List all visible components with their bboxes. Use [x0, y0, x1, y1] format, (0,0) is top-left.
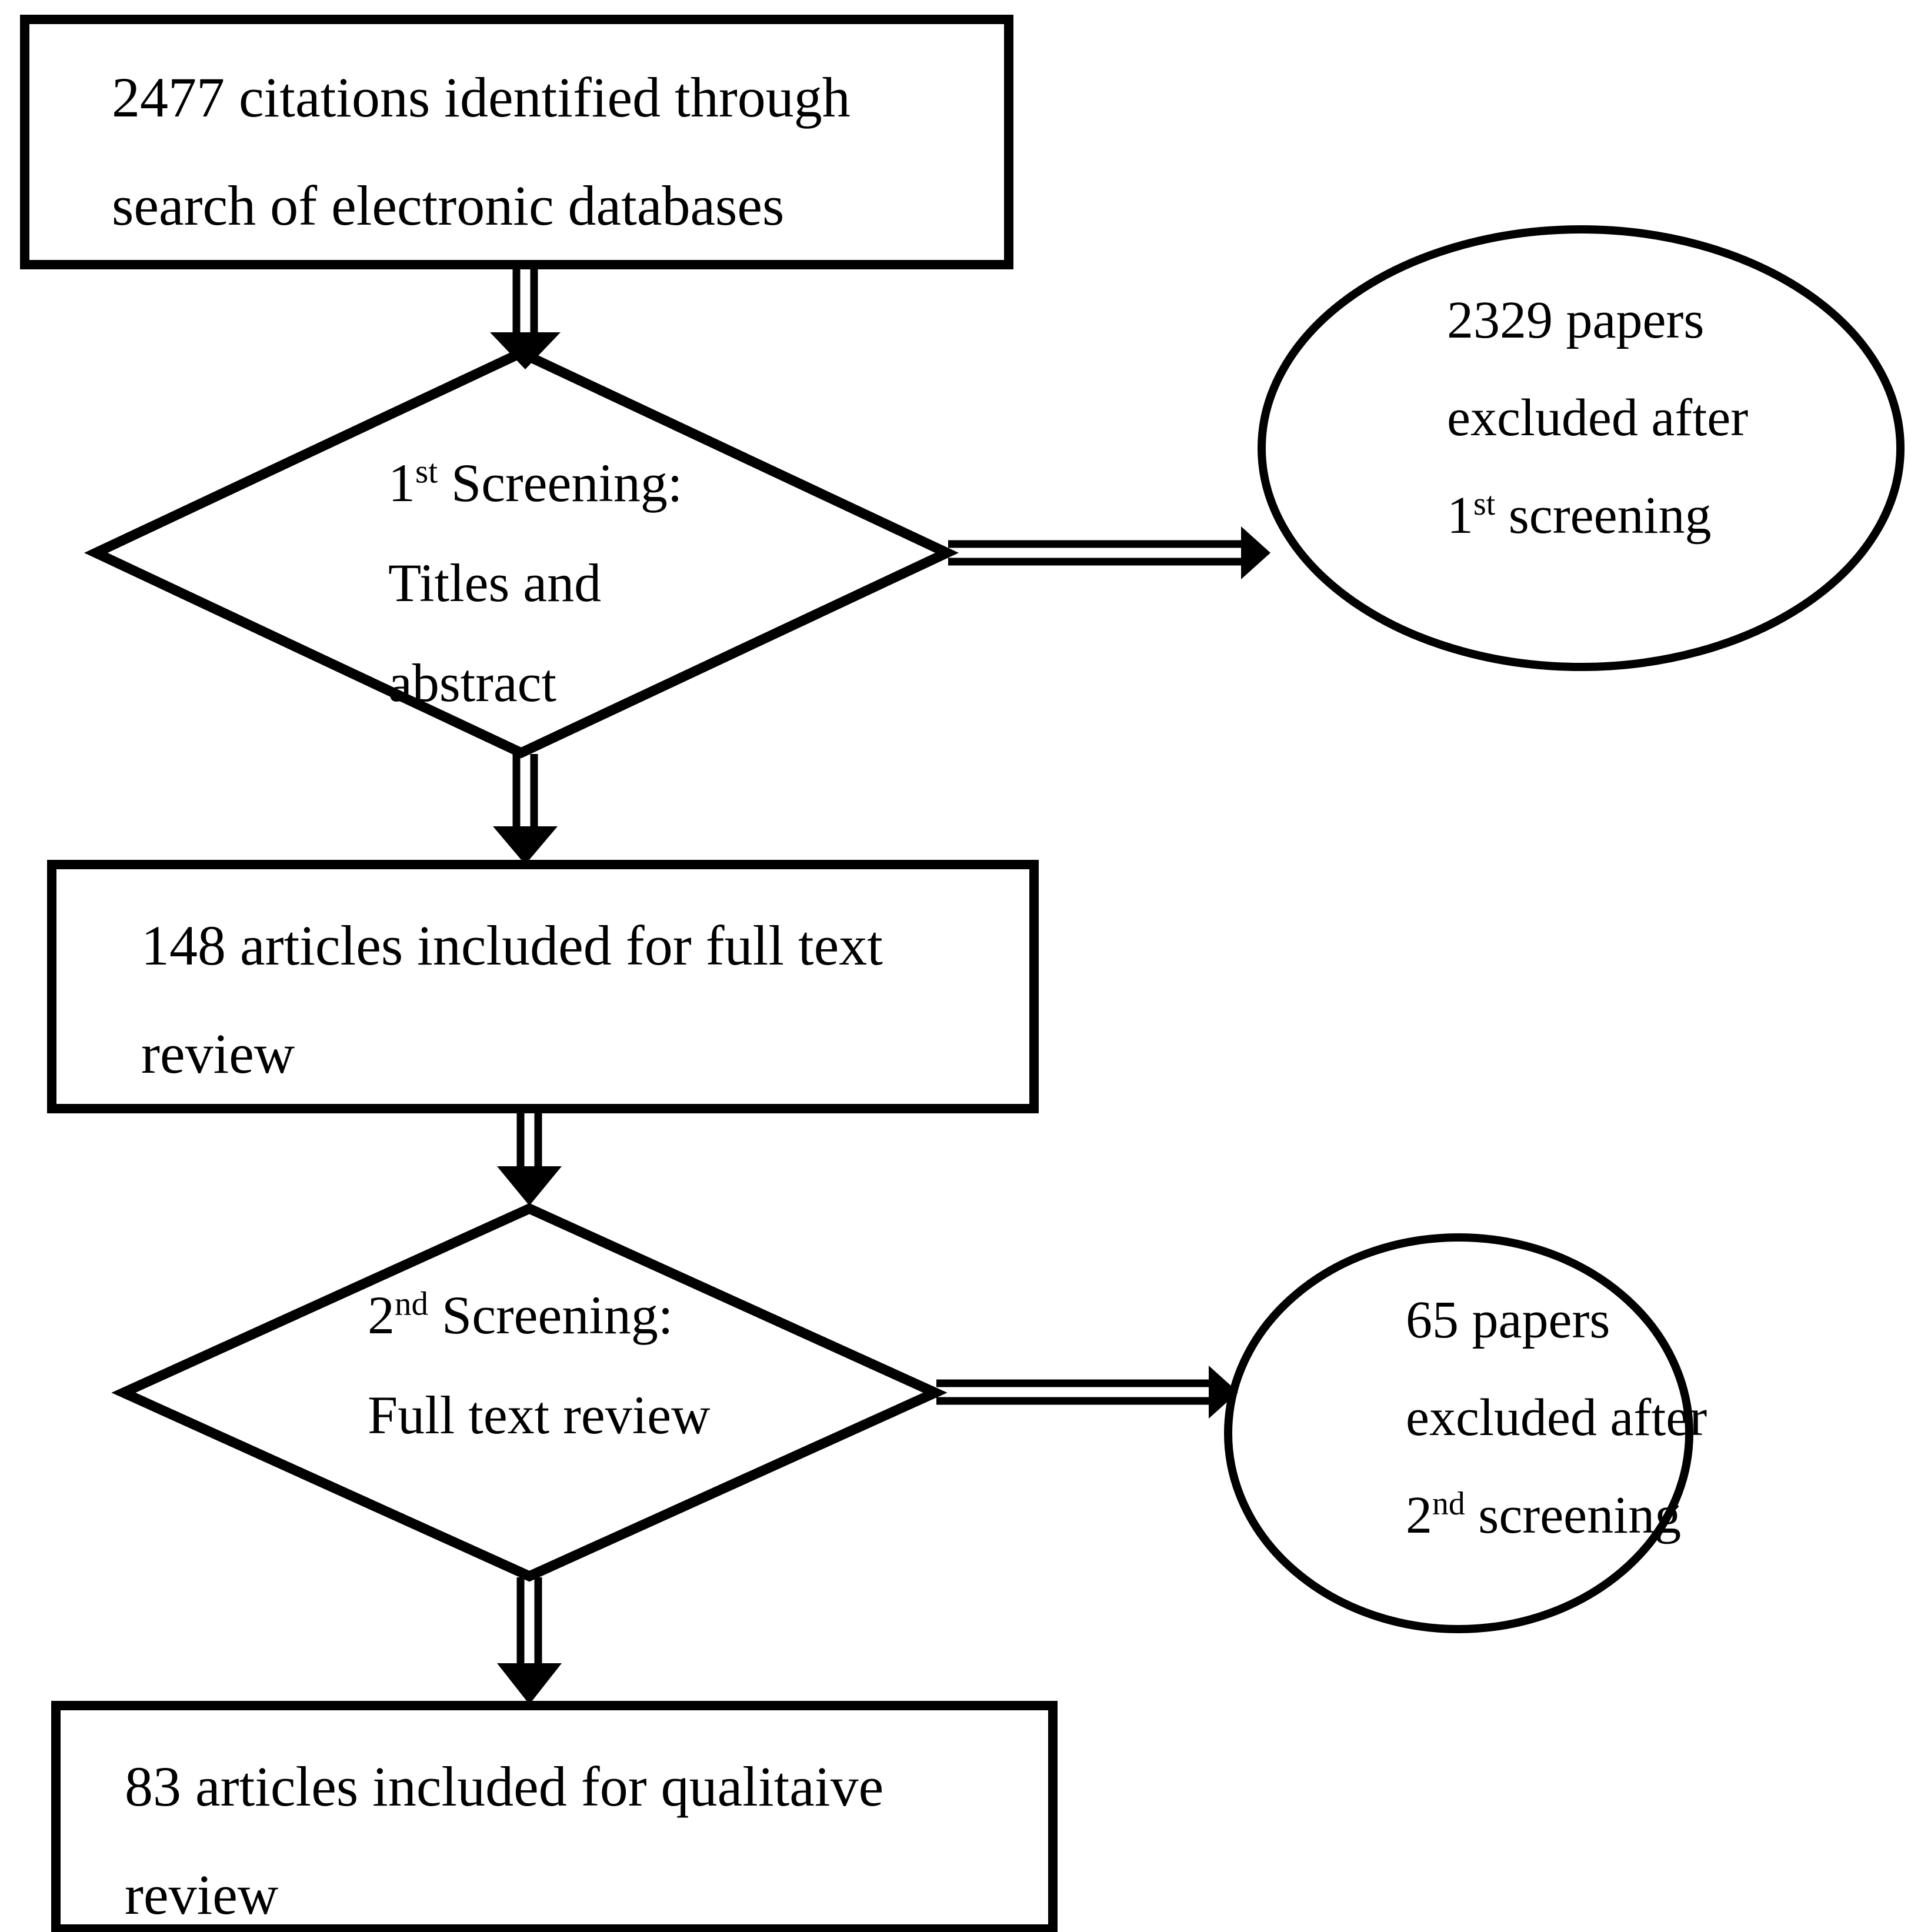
diamond-1-line-1: 1st Screening: [388, 453, 683, 513]
connector-box2-to-diamond2 [497, 1109, 562, 1206]
box-2-shape[interactable] [47, 860, 1039, 1113]
diamond-2-line-2: Full text review [368, 1385, 711, 1445]
connector-diamond1-to-ellipse1 [948, 526, 1270, 579]
diamond-1-ordinal-base: 1 [388, 453, 415, 513]
arrowhead-down-3 [497, 1166, 562, 1206]
box-3-line-1: 83 articles included for qualitaive [125, 1755, 884, 1818]
box-2-label: 148 articles included for full text revi… [141, 917, 883, 1082]
box-1-line-1: 2477 citations identified through [112, 66, 851, 129]
diamond-2-ordinal-suffix: nd [395, 1285, 429, 1323]
arrowhead-down-1 [490, 332, 561, 369]
ellipse-1-shape[interactable] [1258, 225, 1905, 671]
ellipse-2-line-3: 2nd screening [1406, 1486, 1707, 1544]
box-3-line-2: review [125, 1863, 279, 1926]
ellipse-1-line-1: 2329 papers [1447, 291, 1705, 349]
diamond-1-line-1-rest: Screening: [438, 453, 683, 513]
diamond-1-line-2: Titles and [388, 553, 602, 613]
ellipse-2-ordinal-suffix: nd [1432, 1486, 1465, 1522]
ellipse-1-ordinal-base: 1 [1447, 486, 1473, 545]
ellipse-1-line-2: excluded after [1447, 389, 1749, 447]
ellipse-2-label: 65 papers excluded after 2nd screening [1406, 1294, 1707, 1542]
diamond-2-ordinal-base: 2 [368, 1285, 395, 1345]
arrowhead-down-4 [497, 1663, 562, 1704]
diamond-2-label: 2nd Screening: Full text review [368, 1285, 711, 1445]
diamond-1-shape[interactable] [84, 347, 959, 759]
box-2-line-1: 148 articles included for full text [141, 914, 883, 977]
diamond-2-shape[interactable] [111, 1203, 948, 1582]
box-3-shape[interactable] [51, 1701, 1058, 1932]
diamond-1-label: 1st Screening: Titles and abstract [388, 453, 683, 713]
arrowhead-right-2 [1209, 1366, 1238, 1419]
ellipse-2-line-1: 65 papers [1406, 1291, 1610, 1349]
connector-diamond2-to-box3 [497, 1577, 562, 1704]
connector-diamond1-to-box2 [493, 754, 558, 865]
arrowhead-right-1 [1241, 526, 1270, 579]
diamond-2-line-1-rest: Screening: [428, 1285, 673, 1345]
box-3-label: 83 articles included for qualitaive revi… [125, 1759, 883, 1923]
ellipse-1-line-3: 1st screening [1447, 486, 1748, 545]
ellipse-1-ordinal-suffix: st [1473, 486, 1496, 522]
diamond-2-line-1: 2nd Screening: [368, 1285, 711, 1345]
connector-diamond2-to-ellipse2 [936, 1366, 1238, 1419]
box-2-line-2: review [141, 1022, 295, 1085]
connector-box1-to-diamond1 [490, 265, 561, 369]
ellipse-2-shape[interactable] [1224, 1233, 1693, 1633]
box-1-line-2: search of electronic databases [112, 174, 785, 237]
diamond-1-line-3: abstract [388, 653, 557, 713]
box-1-shape[interactable] [20, 15, 1013, 269]
ellipse-1-line-3-rest: screening [1495, 486, 1712, 545]
diamond-1-ordinal-suffix: st [415, 453, 438, 490]
box-1-label: 2477 citations identified through search… [112, 69, 851, 234]
ellipse-2-line-2: excluded after [1406, 1389, 1707, 1447]
ellipse-2-ordinal-base: 2 [1406, 1486, 1432, 1544]
ellipse-1-label: 2329 papers excluded after 1st screening [1447, 294, 1748, 542]
ellipse-2-line-3-rest: screening [1465, 1486, 1682, 1544]
arrowhead-down-2 [493, 826, 558, 865]
